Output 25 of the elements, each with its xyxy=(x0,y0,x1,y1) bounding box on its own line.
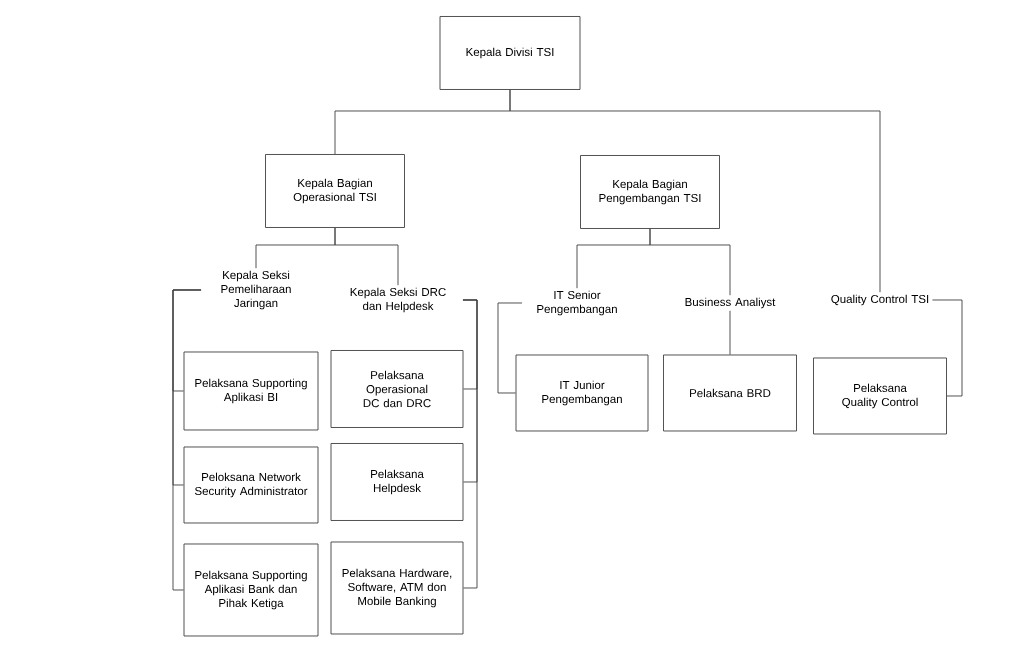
org-label: Quality Control TSI xyxy=(831,294,929,306)
org-box: Pelaksana BRD xyxy=(663,354,797,432)
org-box: Peloksana Network Security Administrator xyxy=(183,446,319,524)
org-box: Pelaksana Hardware, Software, ATM don Mobile Banking xyxy=(330,541,464,635)
connector-line xyxy=(729,310,731,355)
org-box: IT Junior Pengembangan xyxy=(515,354,649,432)
org-box: Pelaksana Operasional DC dan DRC xyxy=(330,350,464,428)
org-box: Pelaksana Quality Control xyxy=(813,357,947,435)
connector-line xyxy=(649,228,731,296)
org-box: Kepala Divisi TSI xyxy=(439,16,581,90)
connector-line xyxy=(462,299,478,589)
org-box: Kepala Bagian Pengembangan TSI xyxy=(580,155,720,229)
connector-line xyxy=(497,302,523,394)
connector-line xyxy=(932,299,963,397)
org-box: Pelaksana Supporting Aplikasi Bank dan Pihak Ketiga xyxy=(183,543,319,637)
org-label: Kepala Seksi Pemeliharaan Jaringan xyxy=(221,270,291,310)
connector-line xyxy=(334,227,399,286)
connector-line xyxy=(509,89,881,293)
org-label: Kepala Seksi DRC dan Helpdesk xyxy=(350,287,446,313)
org-label: Business Analiyst xyxy=(685,297,776,309)
org-box: Pelaksana Supporting Aplikasi BI xyxy=(183,351,319,431)
org-box: Pelaksana Helpdesk xyxy=(330,443,464,521)
connector-line xyxy=(172,289,202,591)
org-label: IT Senior Pengembangan xyxy=(537,290,617,316)
org-box: Kepala Bagian Operasional TSI xyxy=(265,154,405,228)
